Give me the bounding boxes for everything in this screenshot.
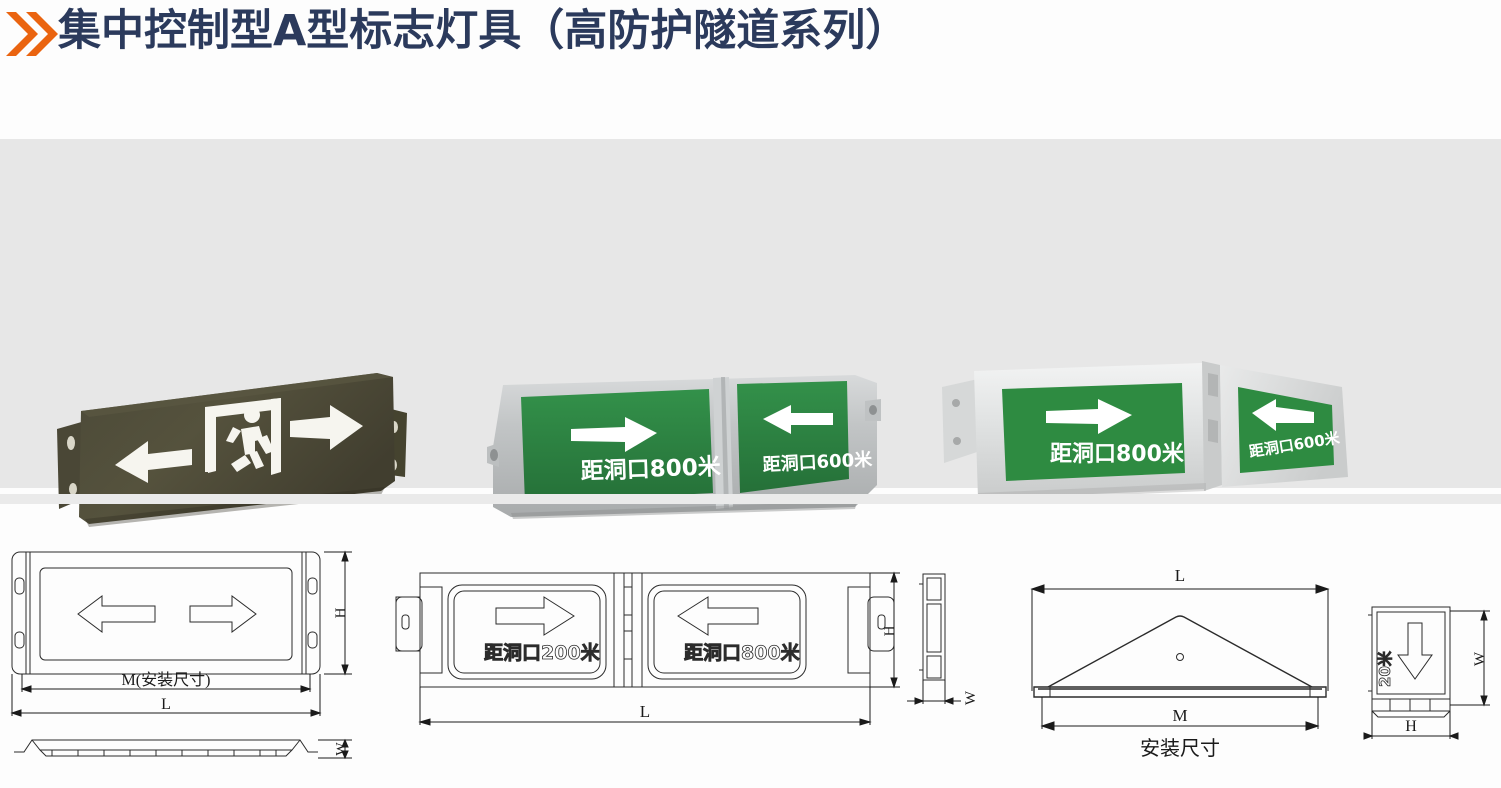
drawing2-panel2-text: 距洞口800米 <box>684 641 801 664</box>
page-title: 集中控制型A型标志灯具（高防护隧道系列） <box>58 6 909 56</box>
photo3-panel1-text: 距洞口800米 <box>1050 442 1185 467</box>
drawing4-dim-h: H <box>1405 718 1417 735</box>
photo2-panel1-text: 距洞口800米 <box>580 454 722 485</box>
drawing2-dim-l: L <box>640 702 650 721</box>
drawing3-mounting-label: 安装尺寸 <box>1140 737 1220 760</box>
drawing1-dim-w: W <box>334 742 349 756</box>
drawing1-dim-l: L <box>161 696 171 713</box>
product-photo-white-angled-twin-panel-sign: 距洞口800米 距洞口600米 <box>930 357 1360 532</box>
drawing-end-view: 20米 W H <box>1360 599 1501 744</box>
drawing3-dim-l: L <box>1175 566 1185 585</box>
product-photo-band: 距洞口800米 距洞口600米 <box>0 139 1501 527</box>
page-header: 集中控制型A型标志灯具（高防护隧道系列） <box>0 0 1501 138</box>
product-photo-grey-twin-panel-sign: 距洞口800米 距洞口600米 <box>485 367 890 532</box>
drawing1-dim-m: M(安装尺寸) <box>122 671 211 689</box>
product-photo-dark-exit-sign <box>45 369 435 539</box>
drawing1-dim-h: H <box>333 607 349 618</box>
photo-band-bottom-strip <box>0 494 1501 504</box>
double-chevron-right-icon <box>6 12 58 56</box>
drawing4-panel-text: 20米 <box>1376 650 1394 687</box>
drawing-front-and-side-view-single: H M(安装尺寸) L <box>0 534 372 788</box>
drawing-edge-view: W <box>905 564 1015 729</box>
drawing3-dim-m: M <box>1172 706 1187 725</box>
drawing2-panel1-text: 距洞口200米 <box>484 641 601 664</box>
drawing2-dim-h: H <box>882 625 898 636</box>
drawing-top-view-angled: L <box>1010 559 1350 764</box>
drawing-front-view-twin: 距洞口200米 距洞口800米 H L <box>392 559 922 734</box>
technical-drawings: H M(安装尺寸) L <box>0 504 1501 788</box>
drawing4-dim-w: W <box>1472 651 1488 666</box>
drawing-edge-dim-w: W <box>963 690 979 705</box>
